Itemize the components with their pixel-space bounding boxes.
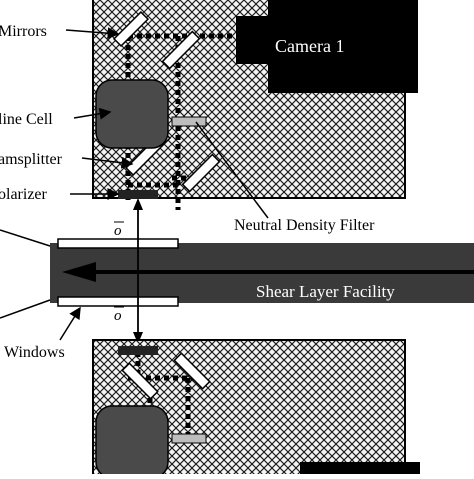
polarizer-bottom bbox=[118, 346, 158, 355]
camera-1-lens bbox=[236, 16, 282, 64]
window-lower bbox=[57, 296, 179, 307]
mirror-bottom bbox=[173, 352, 211, 390]
leader-nd-filter bbox=[195, 121, 269, 219]
mirror-top-right bbox=[161, 30, 201, 70]
mirror-top-left bbox=[112, 10, 150, 48]
label-mirrors: Mirrors bbox=[0, 23, 47, 40]
nd-filter-bottom bbox=[171, 433, 207, 444]
label-cell: line Cell bbox=[0, 111, 53, 128]
label-facility: Shear Layer Facility bbox=[256, 282, 395, 301]
flow-arrow-head bbox=[62, 262, 96, 282]
beamsplitter-bottom bbox=[121, 362, 159, 400]
leader-mirrors bbox=[65, 27, 120, 40]
label-polarizer: olarizer bbox=[0, 186, 48, 203]
label-o-top: o bbox=[114, 223, 122, 239]
leader-windows bbox=[59, 306, 81, 341]
bottom-optics-panel bbox=[92, 339, 420, 479]
label-beamsplitter: amsplitter bbox=[0, 151, 63, 168]
label-windows: Windows bbox=[4, 344, 65, 361]
label-o-bottom: o bbox=[114, 308, 122, 324]
label-nd-filter: Neutral Density Filter bbox=[234, 217, 375, 234]
camera-1-body bbox=[268, 0, 418, 93]
label-camera-1: Camera 1 bbox=[275, 36, 344, 56]
nd-filter-top bbox=[171, 116, 207, 127]
leader-beamsplitter bbox=[81, 156, 134, 169]
left-edge-line-bottom bbox=[0, 299, 51, 319]
polarizer-top bbox=[118, 190, 158, 199]
axis-arrow-down bbox=[133, 332, 143, 344]
shear-layer-facility: Shear Layer Facility bbox=[50, 238, 474, 307]
top-optics-panel bbox=[92, 0, 418, 210]
leader-cell bbox=[73, 107, 112, 120]
cell-top bbox=[95, 79, 169, 149]
left-edge-line-top bbox=[0, 229, 51, 247]
mirror-lower-right bbox=[181, 153, 221, 193]
window-upper bbox=[57, 238, 179, 249]
axis-arrow-up bbox=[133, 198, 143, 210]
cell-bottom bbox=[95, 405, 169, 479]
camera-bottom-body bbox=[300, 462, 420, 478]
